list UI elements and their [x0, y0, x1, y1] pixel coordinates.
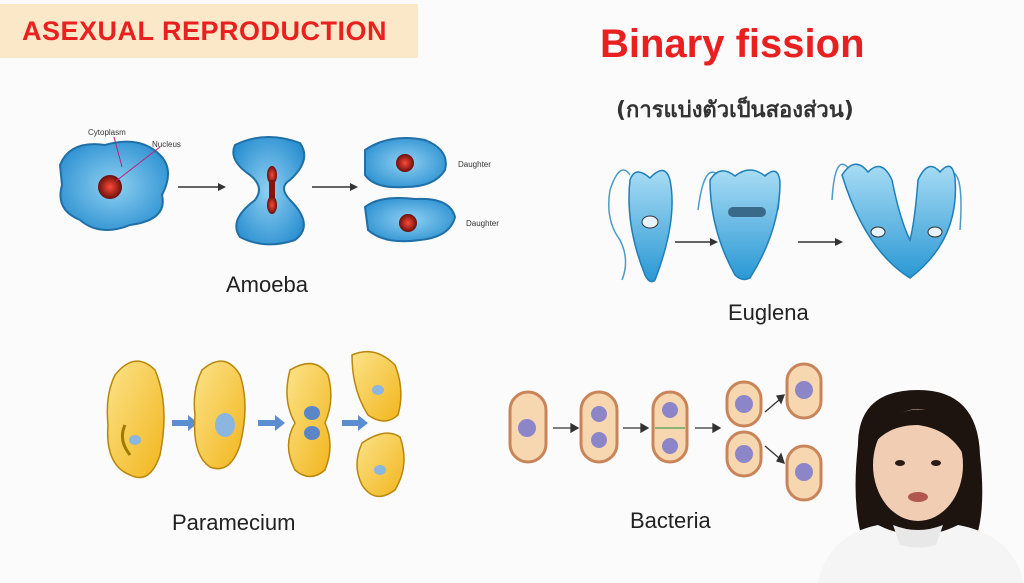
paramecium-diagram: [106, 350, 405, 498]
caption-euglena: Euglena: [728, 300, 809, 325]
label-daughter-top: Daughter: [458, 160, 491, 169]
bacteria-arrow-5: [764, 445, 780, 459]
bacteria-diagram: [508, 362, 823, 502]
caption-amoeba: Amoeba: [226, 272, 308, 297]
amoeba-cell-2: [232, 135, 306, 246]
paramecium-cell-3: [286, 362, 332, 478]
paramecium-arrow-2: [258, 415, 285, 431]
flagellum-1: [608, 169, 631, 281]
paramecium-daughter-bottom: [356, 432, 405, 498]
title-badge: ASEXUAL REPRODUCTION: [0, 4, 418, 58]
caption-paramecium: Paramecium: [172, 510, 296, 535]
caption-bacteria: Bacteria: [630, 508, 711, 533]
amoeba-diagram: [58, 135, 457, 246]
label-nucleus: Nucleus: [152, 140, 181, 149]
paramecium-arrow-1: [172, 415, 198, 431]
presenter-video: [818, 390, 1024, 583]
page-subheading: (การแบ่งตัวเป็นสองส่วน): [616, 98, 854, 123]
bacteria-cell-2: [579, 390, 619, 464]
label-daughter-bottom: Daughter: [466, 219, 499, 228]
paramecium-arrow-3: [342, 415, 368, 431]
label-cytoplasm: Cytoplasm: [88, 128, 126, 137]
euglena-cell-2: [709, 169, 781, 281]
euglena-diagram: [608, 163, 962, 283]
euglena-cell-3: [841, 163, 957, 279]
page-heading: Binary fission: [600, 22, 865, 66]
paramecium-cell-1: [106, 360, 165, 479]
title-badge-text: ASEXUAL REPRODUCTION: [22, 15, 388, 46]
bacteria-arrow-4: [764, 399, 780, 413]
bacteria-cell-3: [651, 390, 689, 464]
